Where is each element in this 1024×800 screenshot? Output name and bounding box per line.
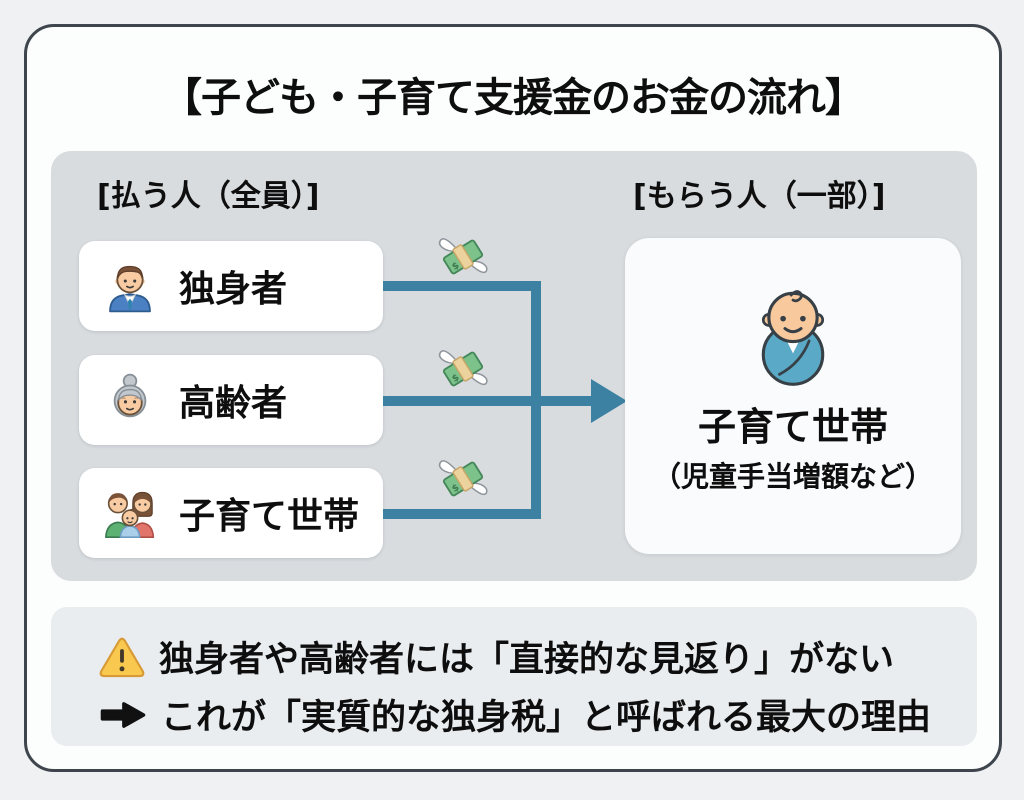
payer-box-elderly: 高齢者 [79,355,383,445]
note-panel: 独身者や高齢者には「直接的な見返り」がない これが「実質的な独身税」と呼ばれる最… [51,607,977,746]
warning-icon [99,636,145,678]
money-with-wings-icon: $ [435,233,491,281]
flow-merge-line [531,281,541,519]
flow-line-elderly [383,396,591,406]
recipient-box: 子育て世帯 （児童手当増額など） [625,238,961,554]
infographic-card: 【子ども・子育て支援金のお金の流れ】 [払う人（全員）] [もらう人（一部）] [24,24,1002,772]
flow-line-family [383,509,541,519]
recipient-subtitle: （児童手当増額など） [652,460,933,493]
payers-column-label: [払う人（全員）] [97,179,320,214]
payer-label-elderly: 高齢者 [179,383,288,424]
note-line-2: これが「実質的な独身税」と呼ばれる最大の理由 [99,689,931,740]
elderly-woman-icon [101,371,159,429]
svg-text:$: $ [450,372,461,385]
svg-text:$: $ [450,260,461,273]
note-line-1: 独身者や高齢者には「直接的な見返り」がない [99,631,894,682]
family-icon [101,484,159,542]
note-text-2: これが「実質的な独身税」と呼ばれる最大の理由 [161,698,932,738]
money-with-wings-icon: $ [435,455,491,503]
payer-box-single: 独身者 [79,241,383,331]
black-right-arrow-icon [99,699,147,731]
money-with-wings-icon: $ [435,345,491,393]
businessman-icon [101,257,159,315]
svg-text:$: $ [450,482,461,495]
receivers-column-label: [もらう人（一部）] [633,179,886,214]
payer-label-single: 独身者 [179,269,288,310]
note-text-1: 独身者や高齢者には「直接的な見返り」がない [159,640,895,680]
flow-diagram-panel: [払う人（全員）] [もらう人（一部）] 独身者 [51,151,977,581]
recipient-title: 子育て世帯 [697,405,888,449]
flow-arrow-head [591,379,627,423]
payer-box-family: 子育て世帯 [79,468,383,558]
baby-icon [745,284,841,388]
payer-label-family: 子育て世帯 [179,496,360,537]
flow-line-single [383,281,541,291]
page-title: 【子ども・子育て支援金のお金の流れ】 [162,75,865,121]
